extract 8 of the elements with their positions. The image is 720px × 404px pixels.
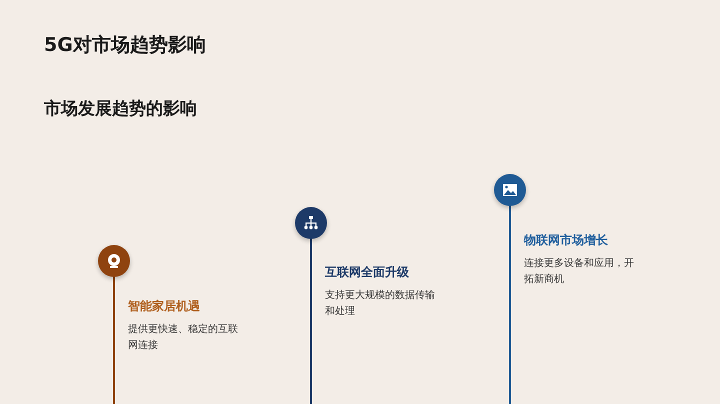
item-description: 支持更大规模的数据传输和处理: [325, 288, 436, 319]
item-description: 提供更快速、稳定的互联网连接: [128, 322, 239, 353]
item-heading: 智能家居机遇: [128, 298, 201, 315]
title: 5G对市场趋势影响: [44, 33, 206, 58]
item-heading: 物联网市场增长: [524, 232, 609, 249]
item-description: 连接更多设备和应用，开拓新商机: [524, 256, 635, 287]
subtitle: 市场发展趋势的影响: [44, 98, 197, 120]
item-heading: 互联网全面升级: [325, 264, 410, 281]
